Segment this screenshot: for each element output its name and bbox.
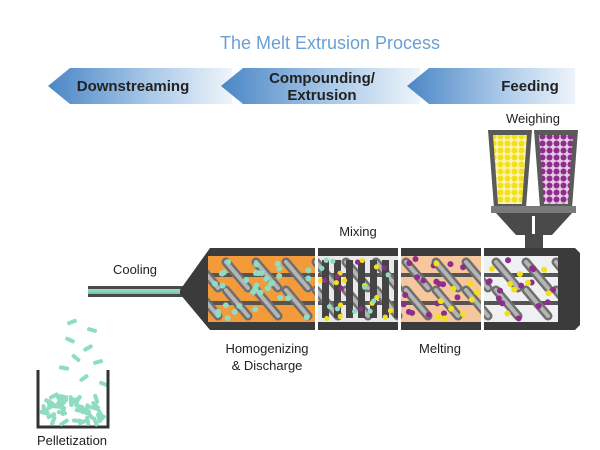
homogenizing-label-line2: & Discharge: [232, 358, 303, 373]
weighing-hoppers: [488, 130, 578, 249]
falling-pellets: [58, 318, 109, 388]
pelletization-bin: [36, 370, 110, 429]
mixing-label: Mixing: [339, 224, 377, 239]
melting-label: Melting: [419, 341, 461, 356]
cooling-strand: [88, 286, 188, 297]
stage-label-downstreaming: Downstreaming: [77, 78, 190, 95]
homogenizing-label-line1: Homogenizing: [225, 341, 308, 356]
extruder-barrel: [180, 248, 580, 330]
stage-label-compounding-line1: Compounding/: [269, 70, 376, 87]
barrel-pellets: [211, 256, 557, 322]
weighing-label: Weighing: [506, 111, 560, 126]
stage-label-feeding: Feeding: [501, 78, 559, 95]
stage-arrow-compounding: Compounding/ Extrusion: [221, 68, 420, 104]
diagram-title: The Melt Extrusion Process: [220, 33, 440, 53]
stage-arrow-downstreaming: Downstreaming: [48, 68, 232, 104]
stage-label-compounding-line2: Extrusion: [287, 87, 356, 104]
cooling-label: Cooling: [113, 262, 157, 277]
stage-arrow-feeding: Feeding: [407, 68, 575, 104]
pelletization-label: Pelletization: [37, 433, 107, 448]
